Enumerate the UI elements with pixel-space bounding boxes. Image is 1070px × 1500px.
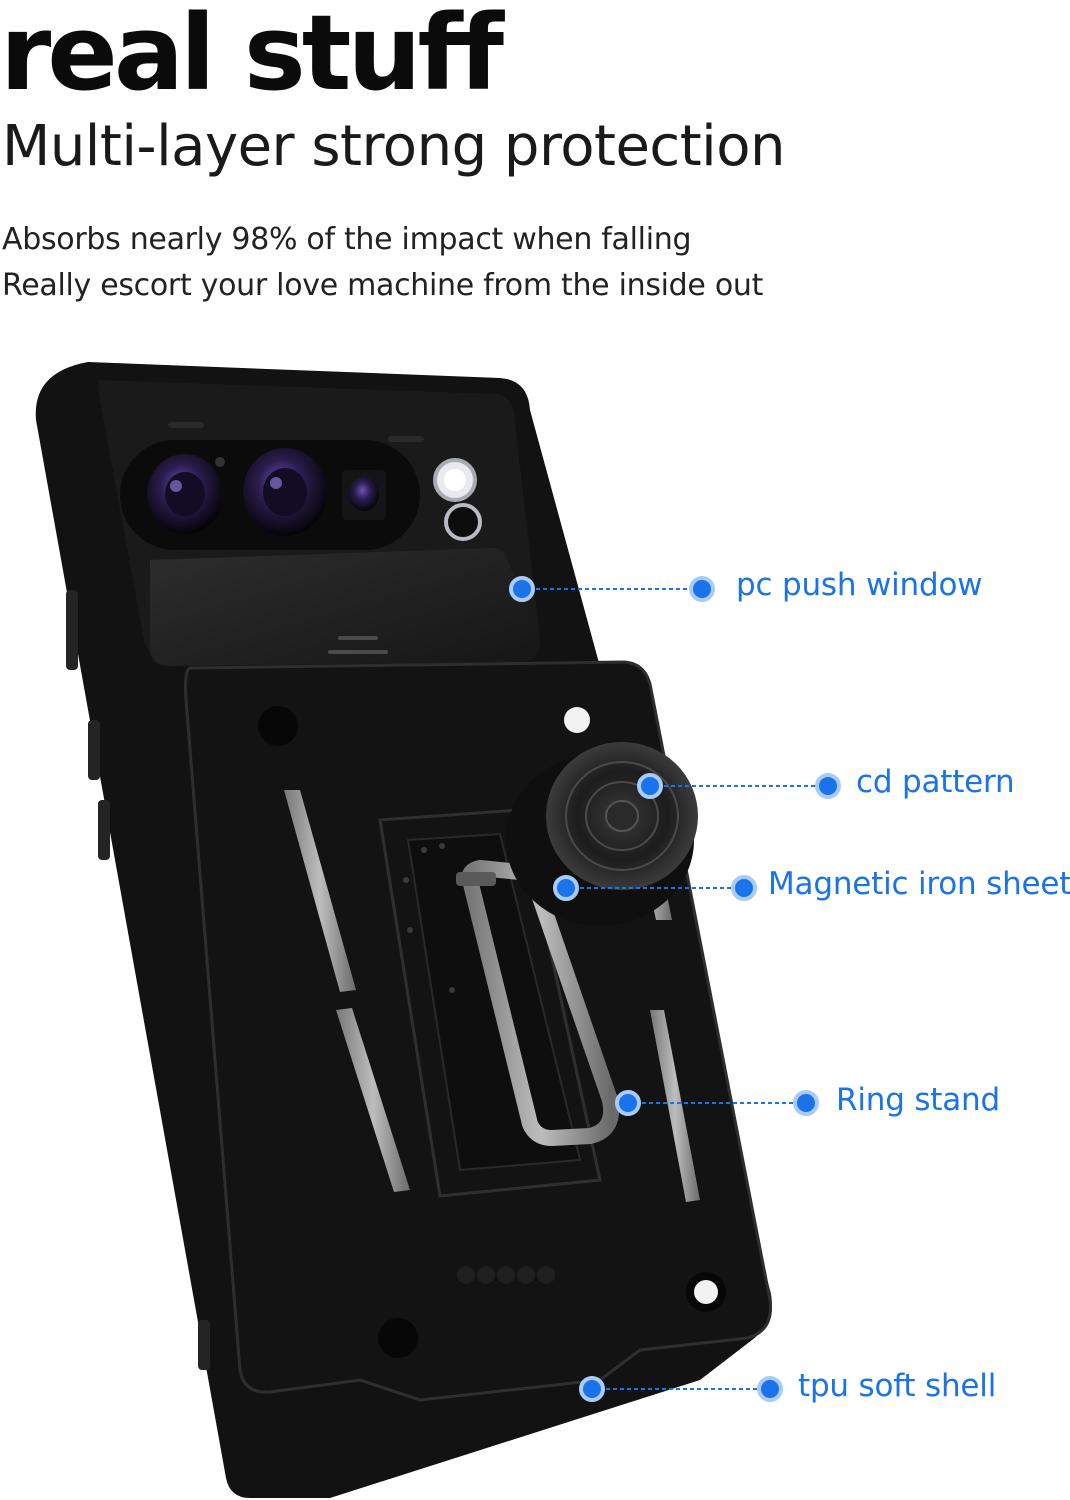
callout-dots — [509, 576, 841, 1402]
callout-cd-pattern: cd pattern — [856, 764, 1015, 800]
headline: real stuff — [0, 0, 504, 114]
callout-lines — [522, 588, 828, 1390]
push-window-slider — [150, 548, 541, 666]
description-line-2: Really escort your love machine from the… — [2, 268, 764, 303]
callout-ring-stand: Ring stand — [836, 1082, 1000, 1118]
callout-tpu-soft-shell: tpu soft shell — [798, 1368, 997, 1404]
callout-pc-push-window: pc push window — [736, 567, 983, 603]
subheadline: Multi-layer strong protection — [2, 114, 785, 179]
callout-magnetic-iron-sheet: Magnetic iron sheet — [768, 866, 1070, 902]
ring-stand — [456, 859, 619, 1147]
camera-bar — [120, 422, 482, 550]
description-line-1: Absorbs nearly 98% of the impact when fa… — [2, 222, 692, 257]
